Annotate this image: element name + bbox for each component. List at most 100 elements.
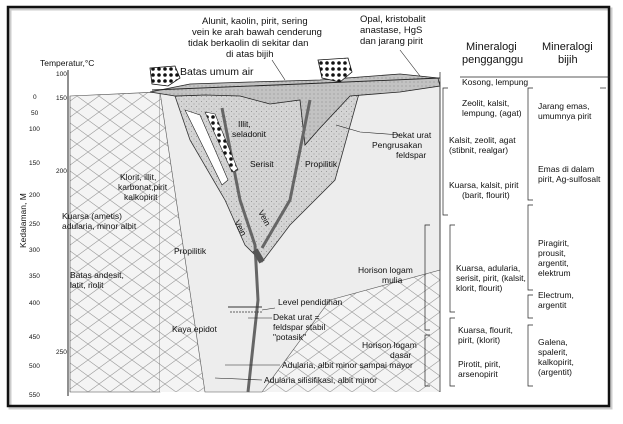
ore-entry: prousit, [538, 248, 566, 258]
depth-tick: 450 [29, 334, 40, 341]
water-table-line [151, 77, 441, 91]
temp-tick: 200 [56, 168, 67, 175]
batas-andesit-1: Batas andesit, [70, 270, 124, 280]
depth-axis-title: Kedalaman, M [18, 193, 28, 248]
silica-strip-1 [184, 109, 229, 186]
water-table-label: Batas umum air [180, 66, 254, 78]
gangue-entry: Zeolit, kalsit, [462, 98, 509, 108]
frame-border [6, 5, 611, 408]
pointer-level [261, 307, 276, 311]
ore-entry: pirit, Ag-sulfosalt [538, 174, 601, 184]
horison-dasar-2: dasar [390, 350, 411, 360]
depth-ticks: 0 50 100 150 200 250 300 350 400 450 500… [29, 94, 40, 399]
temp-tick: 150 [56, 95, 67, 102]
gangue-entry: Kosong, lempung [462, 77, 528, 87]
silica-strip-2 [204, 111, 239, 173]
gangue-entry: (stibnit, realgar) [449, 145, 508, 155]
gangue-entry: Kalsit, zeolit, agat [449, 135, 516, 145]
ore-entry: spalerit, [538, 347, 568, 357]
opal-line: anastase, HgS [360, 25, 422, 36]
kuarsa-ametis-2: adularia, minor albit [62, 221, 137, 231]
depth-tick: 500 [29, 363, 40, 370]
dekat-urat-top-2: Pengrusakan [372, 140, 422, 150]
dekat-urat-top-1: Dekat urat [392, 130, 432, 140]
ore-entry: (argentit) [538, 367, 572, 377]
depth-tick: 400 [29, 300, 40, 307]
ore-entry: kalkopirit, [538, 357, 574, 367]
depth-tick: 200 [29, 192, 40, 199]
depth-tick: 150 [29, 160, 40, 167]
dekat-urat-bottom-3: "potasik" [273, 332, 306, 342]
propilitik-left-label: Propilitik [174, 246, 207, 256]
depth-tick: 350 [29, 273, 40, 280]
gangue-entry: serisit, pirit, (kalsit, [456, 273, 526, 283]
sinter-blob-left [149, 65, 181, 87]
depth-tick: 0 [33, 94, 37, 101]
vein-right-branch [260, 99, 312, 249]
temp-tick: 100 [56, 71, 67, 78]
dekat-urat-bottom-1: Dekat urat = [273, 312, 320, 322]
horison-mulia-2: mulia [382, 275, 403, 285]
sinter-blob-right [317, 57, 353, 83]
ore-entry: argentit [538, 300, 567, 310]
depth-tick: 300 [29, 247, 40, 254]
ore-entry: Jarang emas, [538, 101, 590, 111]
propilitik-right-label: Propilitik [305, 159, 338, 169]
pointer-opal [399, 49, 421, 77]
gangue-entry: klorit, flourit) [456, 283, 502, 293]
pointer-dekat-urat [335, 124, 401, 136]
ore-entry: Galena, [538, 337, 568, 347]
opal-line: dan jarang pirit [360, 36, 423, 47]
gangue-entry: arsenopirit [458, 369, 498, 379]
illit-label-2: seladonit [232, 129, 267, 139]
gangue-column: Kosong, lempung Zeolit, kalsit, lempung,… [449, 77, 528, 379]
gangue-entry: lempung, (agat) [462, 108, 522, 118]
temperature-axis-title: Temperatur,°C [40, 58, 94, 68]
vein-junction [252, 248, 265, 264]
klorit-label-1: Klorit, illit, [120, 172, 156, 182]
pointer-alunit [271, 59, 286, 81]
horison-dasar-1: Horison logam [362, 340, 417, 350]
adularia-silisifikasi-label: Adularia silisifikasi, albit minor [264, 375, 377, 385]
depth-tick: 550 [29, 392, 40, 399]
kaya-epidot-label: Kaya epidot [172, 324, 218, 334]
ore-entry: Emas di dalam [538, 164, 594, 174]
batas-andesit-2: latit, riolit [70, 280, 104, 290]
gangue-header-line1: Mineralogi [466, 41, 517, 53]
adularia-albit-label: Adularia, albit minor sampai mayor [282, 360, 413, 370]
gangue-entry: pirit, (klorit) [458, 335, 500, 345]
serisit-label: Serisit [250, 159, 274, 169]
ore-entry: elektrum [538, 268, 571, 278]
pointer-adularia-silika [214, 377, 263, 381]
opal-line: Opal, kristobalit [360, 14, 426, 25]
dekat-urat-bottom-2: feldspar stabil [273, 322, 326, 332]
depth-tick: 100 [29, 126, 40, 133]
ore-entry: umumnya pirit [538, 111, 592, 121]
alunit-line: tidak berkaolin di sekitar dan [188, 38, 308, 49]
alunit-line: vein ke arah bawah cenderung [192, 27, 322, 38]
gangue-entry: Kuarsa, flourit, [458, 325, 513, 335]
dekat-urat-top-3: feldspar [396, 150, 426, 160]
horison-mulia-1: Horison logam [358, 265, 413, 275]
alunit-label: Alunit, kaolin, pirit, sering vein ke ar… [188, 16, 322, 60]
ore-entry: argentit, [538, 258, 569, 268]
temperature-ticks: 100 150 200 250 [56, 71, 67, 356]
alunit-line: Alunit, kaolin, pirit, sering [202, 16, 308, 27]
gangue-entry: (barit, flourit) [462, 190, 510, 200]
kuarsa-ametis-1: Kuarsa (ametis) [62, 211, 122, 221]
gangue-entry: Pirotit, pirit, [458, 359, 501, 369]
klorit-label-2: karbonat,pirit [118, 182, 168, 192]
advanced-argillic-cap [149, 73, 441, 146]
opal-label: Opal, kristobalit anastase, HgS dan jara… [360, 14, 426, 47]
ore-entry: Electrum, [538, 290, 574, 300]
level-pendidihan-label: Level pendidihan [278, 297, 343, 307]
ore-header-line1: Mineralogi [542, 41, 593, 53]
ore-header-line2: bijih [558, 54, 578, 66]
ore-column: Jarang emas, umumnya pirit Emas di dalam… [538, 101, 601, 377]
alunit-line: di atas bijih [226, 49, 274, 60]
bracket-lines [424, 87, 606, 387]
host-rock-left [69, 91, 161, 393]
temp-tick: 250 [56, 349, 67, 356]
